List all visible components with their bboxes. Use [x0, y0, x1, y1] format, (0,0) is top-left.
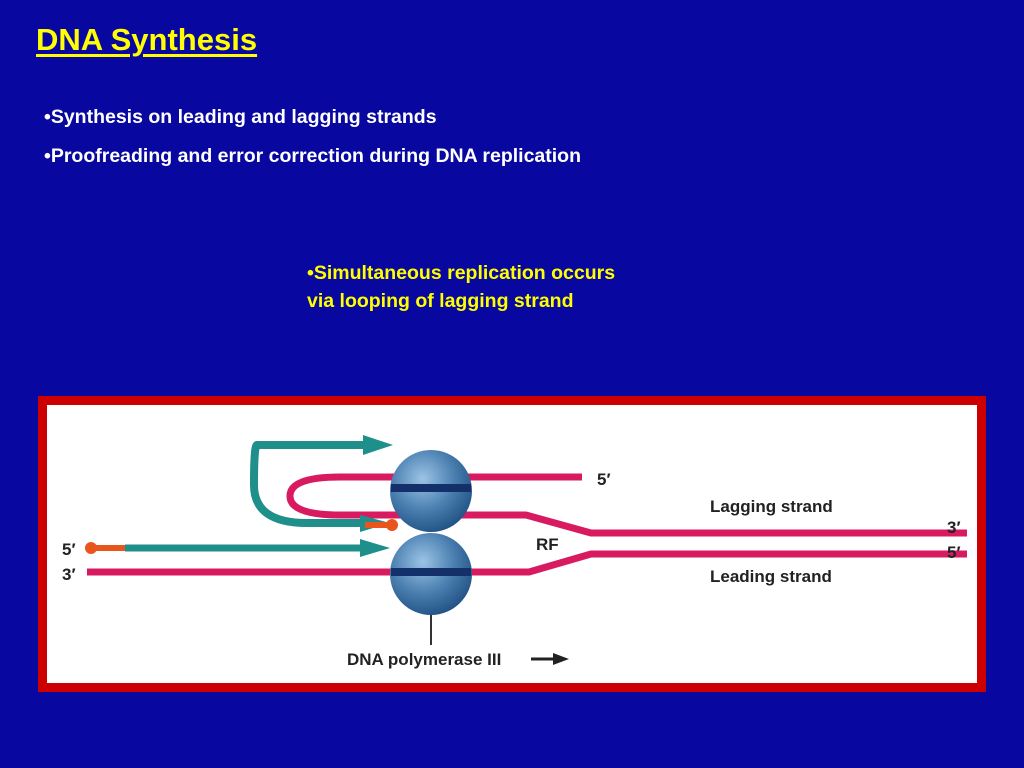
lagging-new-strand-loop — [250, 441, 365, 527]
slide-title: DNA Synthesis — [36, 22, 258, 57]
bullet-list: •Synthesis on leading and lagging strand… — [44, 104, 581, 182]
bullet-leading-lagging: •Synthesis on leading and lagging strand… — [44, 106, 437, 128]
polymerase-upper-band — [391, 484, 471, 492]
left-5prime-label: 5′ — [62, 540, 76, 559]
lagging-primer-cap — [386, 519, 398, 531]
lagging-right-3prime-label: 3′ — [947, 518, 961, 537]
lagging-strand-label: Lagging strand — [710, 497, 833, 516]
leading-strand-label: Leading strand — [710, 567, 832, 586]
replication-fork-figure: 5′ Lagging strand 3′ 5′ Leading strand R… — [38, 396, 986, 692]
polymerase-label: DNA polymerase III — [347, 650, 501, 669]
lagging-template-strand — [286, 473, 967, 537]
leading-template-strand — [87, 550, 967, 576]
left-3prime-label: 3′ — [62, 565, 76, 584]
polymerase-direction-arrow-icon — [531, 653, 569, 665]
leading-new-strand-arrowhead — [360, 539, 390, 557]
bullet-proofreading: •Proofreading and error correction durin… — [44, 145, 582, 167]
replication-fork-label: RF — [536, 535, 559, 554]
leading-primer-cap — [85, 542, 97, 554]
replication-fork-diagram: 5′ Lagging strand 3′ 5′ Leading strand R… — [62, 435, 967, 669]
looping-callout: •Simultaneous replication occurs via loo… — [307, 262, 616, 312]
leading-right-5prime-label: 5′ — [947, 543, 961, 562]
lagging-top-5prime-label: 5′ — [597, 470, 611, 489]
lagging-new-strand-arrowhead-top — [363, 435, 393, 455]
polymerase-lower-band — [391, 568, 471, 576]
